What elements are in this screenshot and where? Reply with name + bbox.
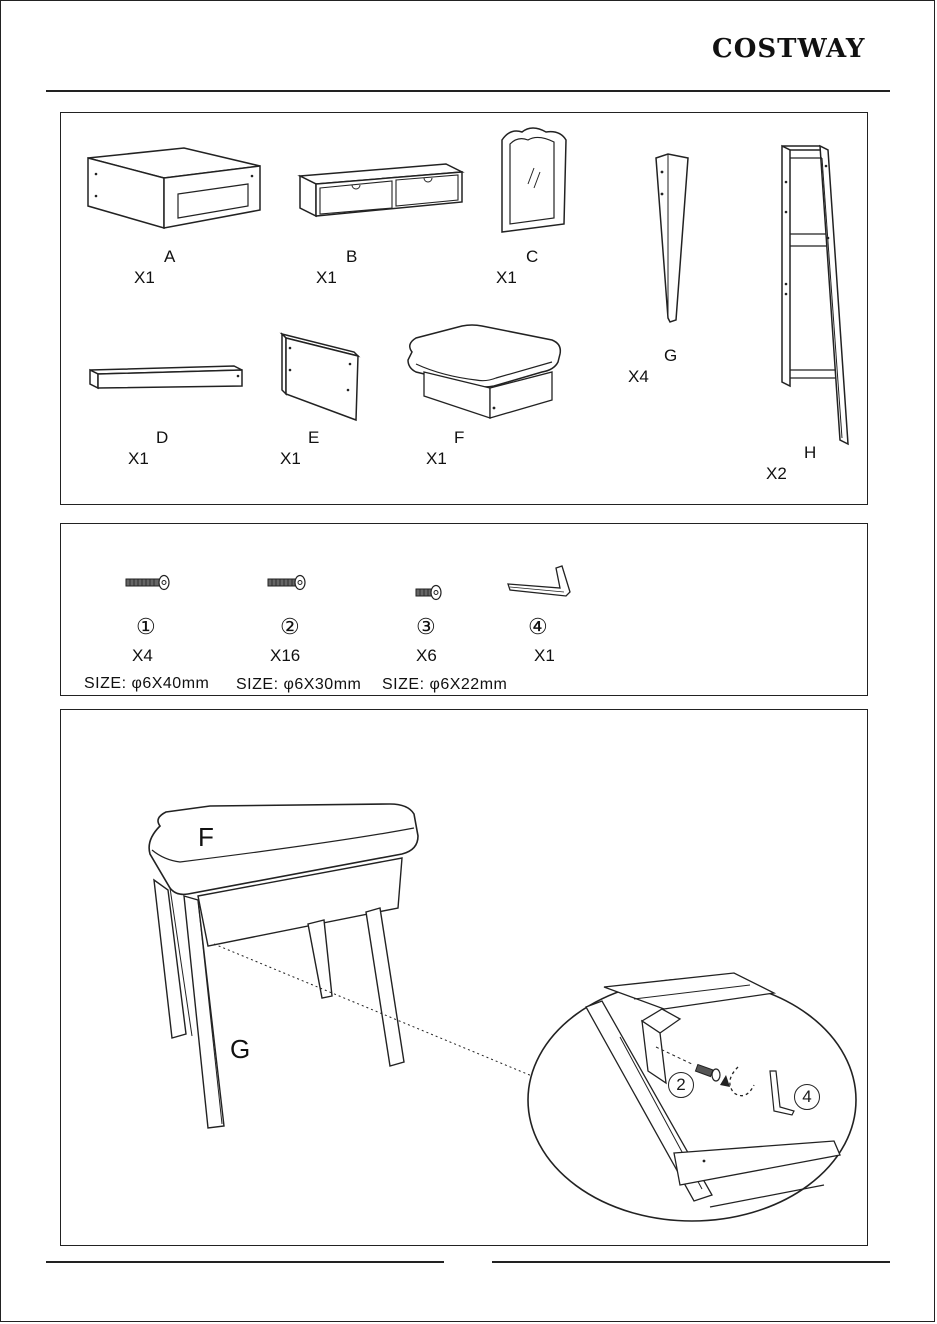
hardware-3-size: SIZE: φ6X22mm <box>382 676 507 694</box>
part-e-qty: X1 <box>280 449 301 469</box>
brand-logo: COSTWAY <box>712 34 865 64</box>
part-b-drawing <box>296 162 464 218</box>
part-d-letter: D <box>156 428 168 448</box>
footer-rule-left <box>46 1261 444 1263</box>
hardware-1-size: SIZE: φ6X40mm <box>84 675 209 693</box>
part-d-qty: X1 <box>128 449 149 469</box>
header-rule <box>46 90 890 92</box>
allen-key-icon <box>506 564 576 598</box>
part-c-drawing <box>498 124 568 234</box>
part-b-qty: X1 <box>316 268 337 288</box>
part-b-letter: B <box>346 247 357 267</box>
hardware-2-number: ② <box>280 614 300 640</box>
hardware-4-number: ④ <box>528 614 548 640</box>
hardware-2-qty: X16 <box>270 646 300 666</box>
hardware-1-number: ① <box>136 614 156 640</box>
part-h-letter: H <box>804 443 816 463</box>
part-g-qty: X4 <box>628 367 649 387</box>
part-h-qty: X2 <box>766 464 787 484</box>
hardware-panel <box>60 523 868 696</box>
footer-rule-right <box>492 1261 890 1263</box>
detail-bolt-number: 2 <box>668 1072 694 1098</box>
part-e-drawing <box>278 330 362 424</box>
detail-leader-line <box>210 940 540 1080</box>
bolt-22mm-icon <box>414 584 444 602</box>
part-g-drawing <box>652 152 692 326</box>
part-a-drawing <box>84 146 264 230</box>
step-seat-label: F <box>198 822 214 853</box>
part-h-drawing <box>778 138 858 450</box>
part-f-qty: X1 <box>426 449 447 469</box>
bolt-30mm-icon <box>266 574 308 592</box>
part-c-letter: C <box>526 247 538 267</box>
hardware-4-qty: X1 <box>534 646 555 666</box>
hardware-2-size: SIZE: φ6X30mm <box>236 676 361 694</box>
bolt-40mm-icon <box>124 574 172 592</box>
part-e-letter: E <box>308 428 319 448</box>
hardware-3-number: ③ <box>416 614 436 640</box>
part-g-letter: G <box>664 346 677 366</box>
part-a-letter: A <box>164 247 175 267</box>
detail-key-number: 4 <box>794 1084 820 1110</box>
part-c-qty: X1 <box>496 268 517 288</box>
hardware-1-qty: X4 <box>132 646 153 666</box>
part-a-qty: X1 <box>134 268 155 288</box>
hardware-3-qty: X6 <box>416 646 437 666</box>
part-f-drawing <box>402 322 566 426</box>
part-f-letter: F <box>454 428 464 448</box>
part-d-drawing <box>88 362 246 392</box>
